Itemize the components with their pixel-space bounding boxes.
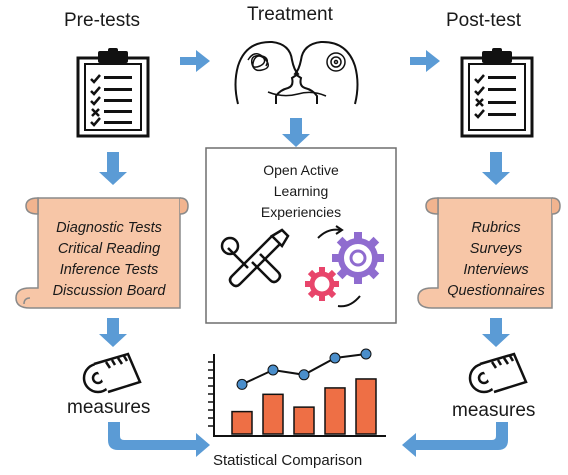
arrow-down	[99, 152, 127, 185]
arrow-down	[482, 152, 510, 185]
posttest-item: Questionnaires	[447, 283, 545, 299]
arrow-right	[410, 50, 440, 72]
arrow-down	[482, 318, 510, 347]
measures-right-label: measures	[452, 400, 536, 421]
clipboard-checklist-icon	[460, 46, 534, 138]
pretest-item: Inference Tests	[59, 262, 159, 278]
center-line: Open Active	[263, 162, 339, 178]
tools-icon	[220, 228, 290, 288]
pretest-item: Diagnostic Tests	[56, 220, 162, 236]
arrow-to-comparison	[108, 422, 210, 457]
pretest-scroll-text: Diagnostic Tests Critical Reading Infere…	[36, 218, 182, 302]
treatment-title: Treatment	[247, 4, 333, 25]
pretest-item: Critical Reading	[57, 241, 161, 257]
measures-left-label: measures	[67, 397, 151, 418]
chart-trend-point	[360, 348, 372, 360]
chart-bar	[262, 393, 284, 435]
center-box	[205, 147, 397, 324]
statistical-comparison-label: Statistical Comparison	[213, 452, 363, 469]
tape-measure-icon	[82, 352, 142, 394]
posttest-item: Interviews	[463, 262, 529, 278]
arrow-down	[99, 318, 127, 347]
gears-icon	[305, 225, 384, 308]
chart-trend-point	[298, 369, 310, 381]
chart-bar	[293, 406, 315, 435]
heads-icon	[234, 40, 359, 105]
posttest-item: Surveys	[469, 241, 523, 257]
chart-trend-point	[329, 352, 341, 364]
arrow-to-comparison	[402, 422, 508, 457]
center-line: Experiencies	[260, 204, 342, 220]
arrow-right	[180, 50, 210, 72]
posttest-scroll	[417, 197, 561, 309]
posttest-scroll-text: Rubrics Surveys Interviews Questionnaire…	[438, 218, 554, 302]
pretest-item: Discussion Board	[52, 283, 166, 299]
clipboard-checklist-icon	[76, 46, 150, 138]
center-line: Learning	[273, 183, 329, 199]
chart-bar	[324, 387, 346, 435]
posttest-title: Post-test	[446, 10, 521, 31]
flow-arrows	[99, 50, 510, 457]
center-box-text: Open Active Learning Experiencies	[206, 160, 396, 223]
pretests-title: Pre-tests	[64, 10, 141, 31]
tape-measure-icon	[468, 352, 528, 394]
chart-trend-point	[236, 378, 248, 390]
arrow-down	[282, 118, 310, 147]
chart-trend-point	[267, 364, 279, 376]
pretest-scroll	[15, 197, 189, 309]
chart-bar	[231, 410, 253, 435]
chart-bar	[355, 378, 377, 435]
bar-chart-icon	[208, 348, 386, 437]
posttest-item: Rubrics	[471, 220, 521, 236]
